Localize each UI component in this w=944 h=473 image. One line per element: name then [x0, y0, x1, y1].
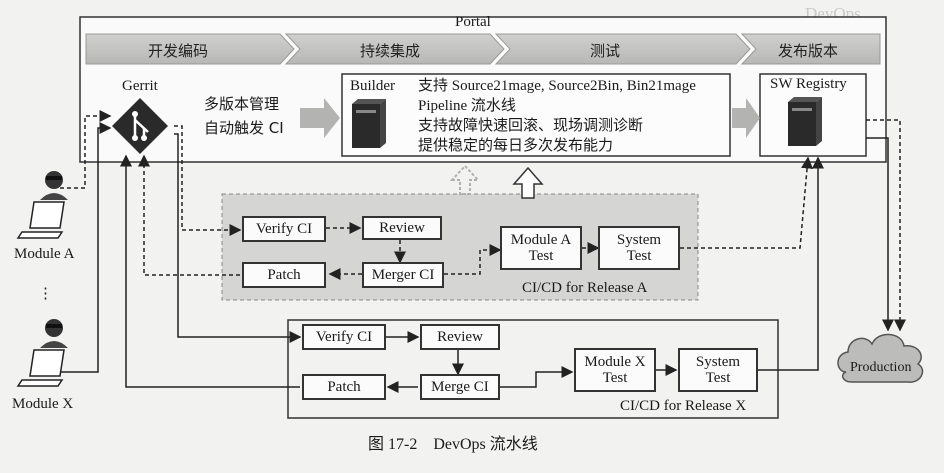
release-a-system-test-l1: System [616, 231, 662, 248]
gerrit-desc-2: 自动触发 CI [204, 119, 284, 137]
module-x-label: Module X [12, 396, 74, 412]
registry-label: SW Registry [770, 76, 847, 92]
release-x-module-test: Module X Test [574, 348, 656, 392]
builder-server-icon [352, 99, 386, 148]
module-a-label: Module A [14, 246, 75, 262]
release-x-system-test-l2: Test [705, 370, 731, 386]
dashed-up-arrow [449, 164, 481, 195]
release-x-patch: Patch [302, 374, 386, 400]
release-a-module-test: Module A Test [500, 226, 582, 270]
release-a-module-test-l1: Module A [510, 231, 572, 248]
release-a-patch: Patch [242, 262, 326, 288]
phase-banner [85, 33, 881, 65]
release-x-review: Review [420, 324, 500, 350]
builder-label: Builder [350, 78, 395, 94]
release-x-merge-ci: Merge CI [420, 374, 500, 400]
builder-line-3: 支持故障快速回滚、现场调测诊断 [418, 118, 644, 134]
registry-server-icon [788, 97, 822, 146]
release-x-verify-ci: Verify CI [302, 324, 386, 350]
developer-a-icon [16, 171, 68, 239]
solid-up-arrow [512, 166, 544, 199]
flow-arrow-1 [300, 98, 340, 138]
release-x-frame [287, 319, 779, 419]
release-a-module-test-l2: Test [528, 248, 554, 264]
release-x-caption: CI/CD for Release X [620, 398, 747, 414]
release-a-review: Review [362, 216, 442, 240]
production-label: Production [850, 360, 912, 375]
release-a-verify-ci: Verify CI [242, 216, 326, 242]
release-x-module-test-l2: Test [602, 370, 628, 386]
module-dots: ⋮ [38, 286, 53, 302]
release-x-system-test-l1: System [695, 353, 741, 370]
builder-line-1: 支持 Source21mage, Source2Bin, Bin21mage [418, 78, 696, 94]
builder-line-2: Pipeline 流水线 [418, 98, 516, 114]
release-a-caption: CI/CD for Release A [522, 280, 648, 296]
release-x-module-test-l1: Module X [584, 353, 646, 370]
gerrit-label: Gerrit [122, 78, 158, 94]
release-a-merge-ci: Merger CI [362, 262, 444, 288]
developer-x-icon [16, 319, 68, 387]
release-a-system-test-l2: Test [626, 248, 652, 264]
figure-caption: 图 17-2 DevOps 流水线 [368, 436, 538, 453]
phase-release: 发布版本 [778, 42, 839, 60]
phase-ci: 持续集成 [360, 42, 421, 60]
flow-arrow-2 [732, 98, 760, 138]
phase-test: 测试 [590, 42, 621, 60]
gerrit-desc-1: 多版本管理 [204, 95, 280, 113]
production-cloud [837, 333, 924, 383]
release-a-system-test: System Test [598, 226, 680, 270]
builder-frame [341, 73, 731, 157]
phase-dev: 开发编码 [148, 42, 209, 60]
gerrit-icon [112, 98, 168, 154]
portal-title: Portal [455, 14, 491, 30]
builder-line-4: 提供稳定的每日多次发布能力 [418, 138, 614, 154]
release-x-system-test: System Test [678, 348, 758, 392]
